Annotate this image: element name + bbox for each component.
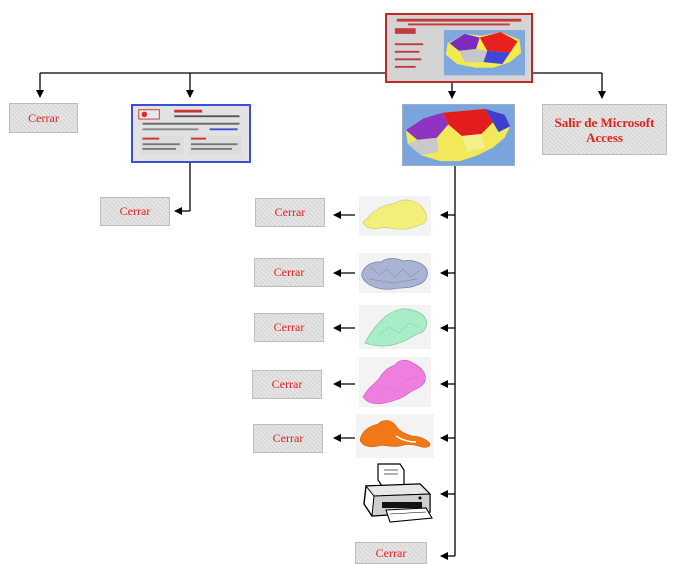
cerrar-button-top[interactable]: Cerrar bbox=[9, 103, 78, 133]
blue-gray-region-map[interactable] bbox=[359, 253, 431, 293]
cerrar-button-pink-map[interactable]: Cerrar bbox=[252, 370, 322, 399]
form-window-thumbnail[interactable] bbox=[131, 104, 251, 163]
cerrar-button-bluegray-map[interactable]: Cerrar bbox=[254, 258, 324, 287]
pink-region-map[interactable] bbox=[359, 357, 431, 407]
printer-icon[interactable] bbox=[360, 462, 436, 524]
cerrar-button-orange-map[interactable]: Cerrar bbox=[253, 424, 323, 453]
orange-region-map[interactable] bbox=[356, 414, 434, 458]
cerrar-button-green-map[interactable]: Cerrar bbox=[254, 313, 324, 342]
main-window-thumbnail[interactable] bbox=[385, 13, 533, 83]
cerrar-button-printer[interactable]: Cerrar bbox=[355, 542, 427, 564]
yellow-region-map[interactable] bbox=[359, 196, 431, 236]
cerrar-button-form[interactable]: Cerrar bbox=[100, 197, 170, 226]
salir-microsoft-access-button[interactable]: Salir de Microsoft Access bbox=[542, 104, 667, 155]
map-thumbnail[interactable] bbox=[402, 104, 515, 166]
cerrar-button-yellow-map[interactable]: Cerrar bbox=[255, 198, 325, 227]
green-region-map[interactable] bbox=[359, 305, 431, 349]
